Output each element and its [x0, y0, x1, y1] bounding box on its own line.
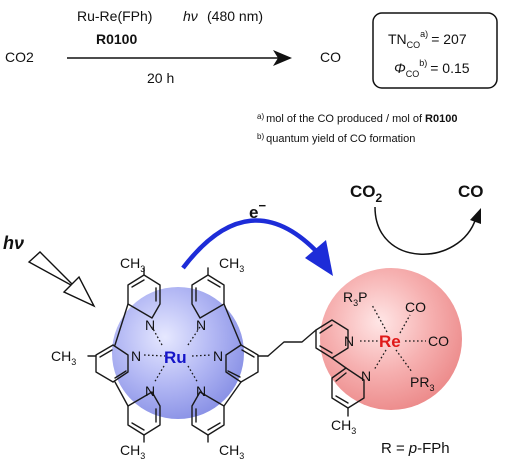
methyl-group: CH3: [219, 255, 244, 274]
light-symbol: hν: [183, 8, 198, 24]
nitrogen-atom: N: [145, 317, 155, 333]
cycle-co2-label: CO2: [350, 182, 383, 205]
nitrogen-atom: N: [361, 368, 371, 384]
nitrogen-atom: N: [196, 317, 206, 333]
methyl-group: CH3: [331, 417, 356, 436]
electron-transfer: e−: [181, 198, 333, 276]
cycle-co-label: CO: [458, 182, 484, 201]
catalyst-code: R0100: [96, 31, 137, 47]
light-wavelength: (480 nm): [207, 8, 263, 24]
phosphine-ligand: PR3: [410, 374, 434, 393]
ruthenium-atom: Ru: [164, 348, 187, 367]
reaction-equation: CO2 Ru-Re(FPh) R0100 hν (480 nm) 20 h CO…: [5, 8, 498, 145]
re-co-bond: [399, 314, 411, 334]
ru-photosensitizer-sphere: [112, 287, 244, 419]
quantum-yield: ΦCOb)= 0.15: [394, 58, 470, 79]
carbonyl-ligand: CO: [428, 333, 449, 349]
reaction-arrow-head: [273, 50, 292, 66]
methyl-group: CH3: [120, 442, 145, 461]
electron-label: e−: [249, 198, 266, 222]
nitrogen-atom: N: [145, 383, 155, 399]
nitrogen-atom: N: [213, 348, 223, 364]
ru-complex-structure: N N N N N N Ru CH3 CH3 CH3 CH3 CH3: [51, 255, 269, 461]
co2-reduction-cycle: CO2 CO: [350, 182, 484, 255]
cycle-arrow-head: [470, 208, 481, 224]
hv-label: hν: [3, 233, 24, 253]
carbonyl-ligand: CO: [405, 299, 426, 315]
ethylene-linker: [267, 329, 317, 357]
re-complex-structure: N N Re R3P CO CO PR3 CH3: [315, 289, 449, 436]
methyl-group: CH3: [120, 255, 145, 274]
ru-n-bond: [143, 354, 166, 357]
re-p-bond: [371, 304, 388, 333]
electron-transfer-arrow: [181, 218, 322, 270]
reactant-co2: CO2: [5, 49, 34, 65]
catalyst-name: Ru-Re(FPh): [77, 8, 152, 24]
ru-n-bond: [191, 354, 213, 357]
methyl-group: CH3: [219, 442, 244, 461]
turnover-number: TNCOa)= 207: [388, 29, 467, 50]
product-co: CO: [320, 49, 341, 65]
reaction-time: 20 h: [147, 70, 174, 86]
methyl-group: CH3: [51, 348, 76, 367]
electron-arrow-head: [305, 240, 333, 276]
nitrogen-atom: N: [196, 383, 206, 399]
nitrogen-atom: N: [344, 333, 354, 349]
ru-n-bond: [151, 326, 163, 346]
r-group-definition: R =p-FPh: [381, 440, 450, 457]
re-p-bond: [395, 349, 413, 373]
phosphine-ligand: R3P: [343, 289, 367, 308]
pyridine-ring: [95, 344, 129, 383]
pyridine-ring: [315, 319, 349, 359]
ru-n-bond: [153, 365, 165, 384]
cycle-arrow: [374, 206, 477, 255]
nitrogen-atom: N: [131, 348, 141, 364]
light-excitation: hν: [3, 233, 96, 308]
results-box: [372, 12, 498, 89]
rhenium-atom: Re: [379, 332, 401, 351]
ru-n-bond: [187, 365, 199, 384]
footnote-b: b)quantum yield of CO formation: [257, 132, 415, 145]
hollow-arrow-icon: [27, 251, 96, 308]
